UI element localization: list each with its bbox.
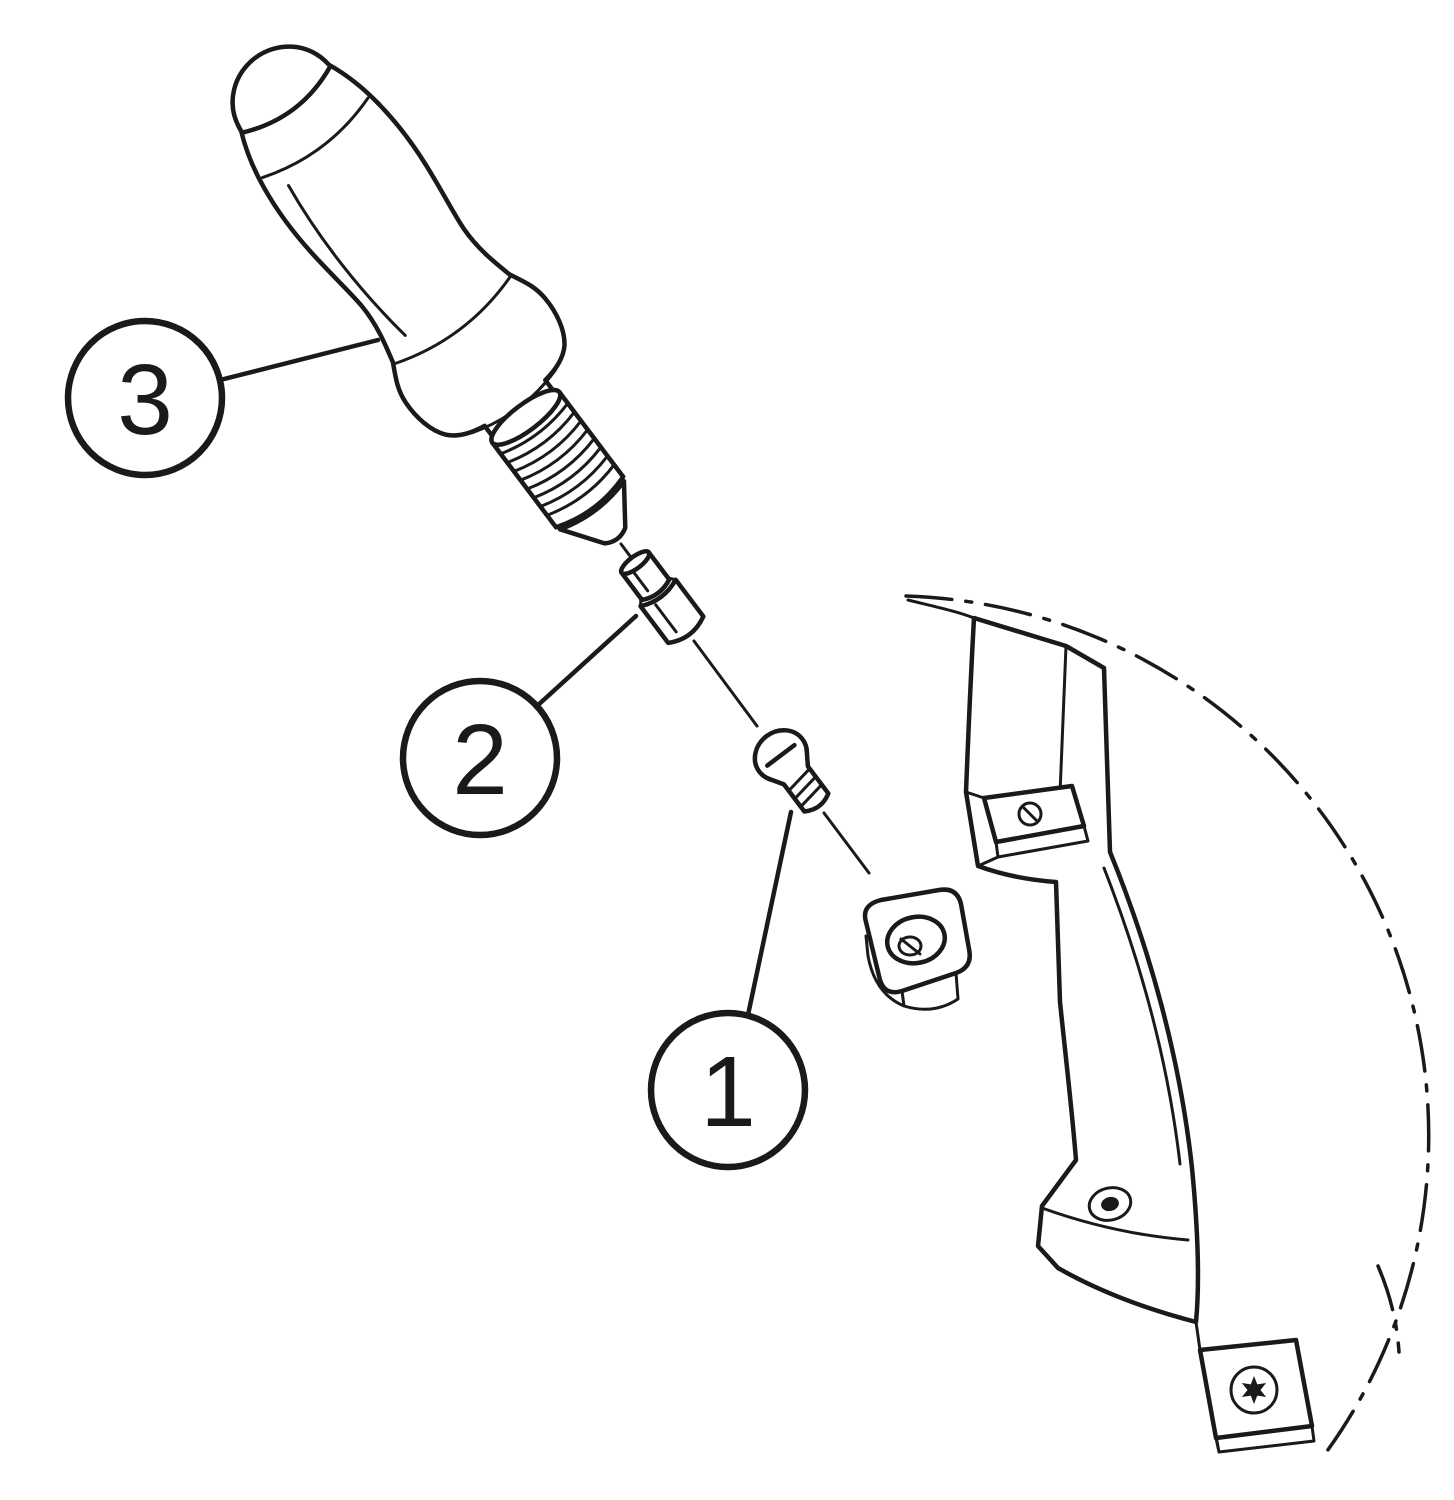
body-outline [963,615,1201,1325]
torx-screw-icon [1241,1376,1267,1404]
handle-shoulder-seam [260,96,370,180]
body-bore-hole [1087,1186,1133,1222]
callout-1-circle [647,1009,809,1171]
insert-hole-screw-slot [899,937,922,956]
leader-line-2 [534,613,639,709]
adapter-lower-cylinder [638,577,706,646]
part-3-handle [230,44,628,546]
handle-grip-line [286,184,407,337]
body-chamfer-line [1102,866,1182,1166]
centerline-mark [1376,1264,1401,1354]
callout-3-circle [64,317,226,479]
seat-insert-top-screw-slot [1021,805,1039,823]
callout-3-label: 3 [117,344,173,456]
centerline-arc [904,594,1431,1460]
leader-line-3 [217,337,381,383]
part-2-adapter [618,549,706,646]
ferrule-knurl [499,401,616,517]
callout-1: 1 [647,809,809,1171]
screw-head-slot [765,742,797,768]
seat-insert-top-thickness [964,790,1090,868]
insert-hole [884,914,948,966]
ferrule-top-face [489,387,563,447]
seat-insert-bottom [1194,1320,1316,1454]
insert-thickness [864,934,960,1011]
screw-threads [787,767,824,809]
cutter-body [904,594,1431,1460]
ferrule-tip-cone [557,478,628,546]
handle-skirt-seam [392,274,513,366]
callout-2-label: 2 [452,704,508,816]
adapter-top-face [618,549,652,577]
bore-hole-center [1101,1196,1119,1212]
callout-2-circle [399,677,561,839]
body-inner-edge [1058,644,1068,796]
seat-insert-bottom-thickness [1194,1320,1316,1454]
handle-outline [230,44,567,440]
adapter-joints [639,576,678,608]
body-top-edge [906,598,976,620]
part-1-screw [752,727,831,814]
body-facet-line [1040,1206,1190,1242]
handle-dome-seam [240,64,333,135]
callout-3: 3 [64,317,381,479]
seat-insert-top [964,783,1090,868]
adapter-detail-lines [631,570,678,634]
leader-line-1 [745,809,794,1018]
callout-2: 2 [399,613,639,839]
insert [862,887,972,1011]
bore-hole-rim [1087,1186,1133,1222]
callout-1-label: 1 [700,1036,756,1148]
